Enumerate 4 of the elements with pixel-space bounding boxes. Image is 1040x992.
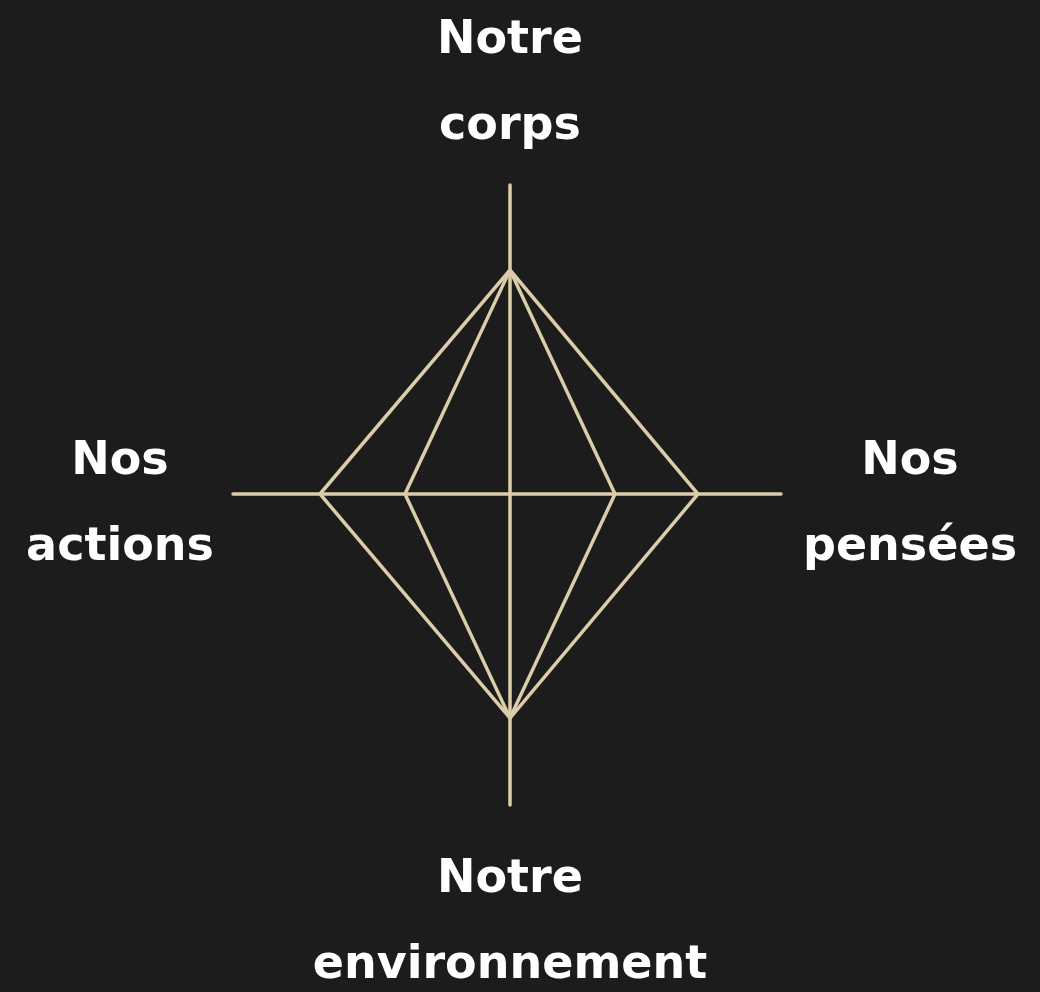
axis-label: Nos pensées — [802, 430, 1018, 573]
axis-label: Nos actions — [25, 430, 215, 573]
axis-label: Notre corps — [436, 9, 584, 152]
axis-label: Notre environnement — [311, 848, 709, 991]
